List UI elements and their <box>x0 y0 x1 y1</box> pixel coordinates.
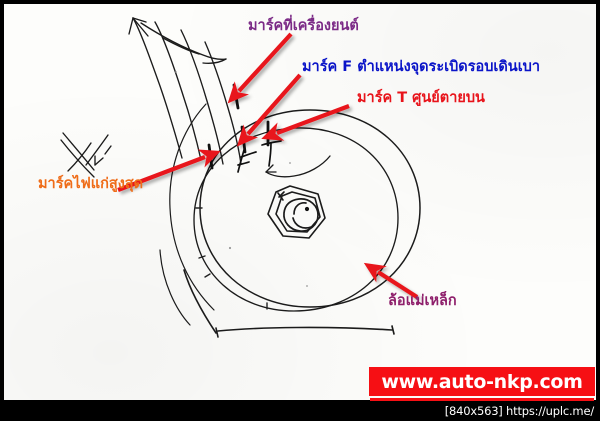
letter-f-top <box>240 151 257 158</box>
f-tick <box>240 125 247 154</box>
center-hex-nut <box>267 185 326 239</box>
engine-pointer-tick <box>232 83 240 110</box>
arrow-max-advance <box>117 149 221 192</box>
engine-cover-sketch <box>60 17 242 178</box>
rotation-direction-arrow <box>265 155 331 178</box>
timing-tick-marks <box>207 83 270 170</box>
arrow-engine-mark <box>227 32 293 104</box>
letter-t-stem <box>268 142 272 167</box>
letter-f-stem <box>237 149 245 173</box>
center-shaft-hole <box>283 198 319 232</box>
letter-f-mid <box>237 161 250 166</box>
mark-letters <box>237 140 282 173</box>
label-f-mark: มาร์ค F ตำแหน่งจุดระเบิดรอบเดินเบา <box>302 59 540 75</box>
arrow-f-mark <box>236 73 302 147</box>
label-t-mark: มาร์ค T ศูนย์ตายบน <box>357 90 485 106</box>
watermark-banner: www.auto-nkp.com <box>370 368 594 395</box>
arrow-t-mark <box>261 104 350 141</box>
flywheel-inner-circle <box>193 127 399 312</box>
watermark-url-text: www.auto-nkp.com <box>381 370 583 393</box>
scanned-paper-sheet <box>4 4 596 400</box>
mount-base-line <box>183 269 395 338</box>
timing-scale-arc <box>159 103 215 326</box>
minor-tick-marks <box>195 207 268 310</box>
label-flywheel: ล้อแม่เหล็ก <box>388 293 457 309</box>
shaft-center-dot <box>304 206 310 212</box>
max-advance-tick <box>207 143 214 170</box>
annotation-arrows <box>117 32 419 299</box>
footer-bar: [840x563] https://uplc.me/ <box>0 401 600 421</box>
footer-size-and-source-text: [840x563] https://uplc.me/ <box>444 404 594 418</box>
label-engine-mark: มาร์คที่เครื่องยนต์ <box>248 18 359 34</box>
pencil-sketch-group <box>60 17 421 338</box>
label-max-advance: มาร์คไฟแก่สูงสุด <box>38 176 144 192</box>
watermark-red-strip <box>370 398 594 401</box>
paper-specks <box>175 71 308 287</box>
arrow-flywheel <box>363 262 419 299</box>
